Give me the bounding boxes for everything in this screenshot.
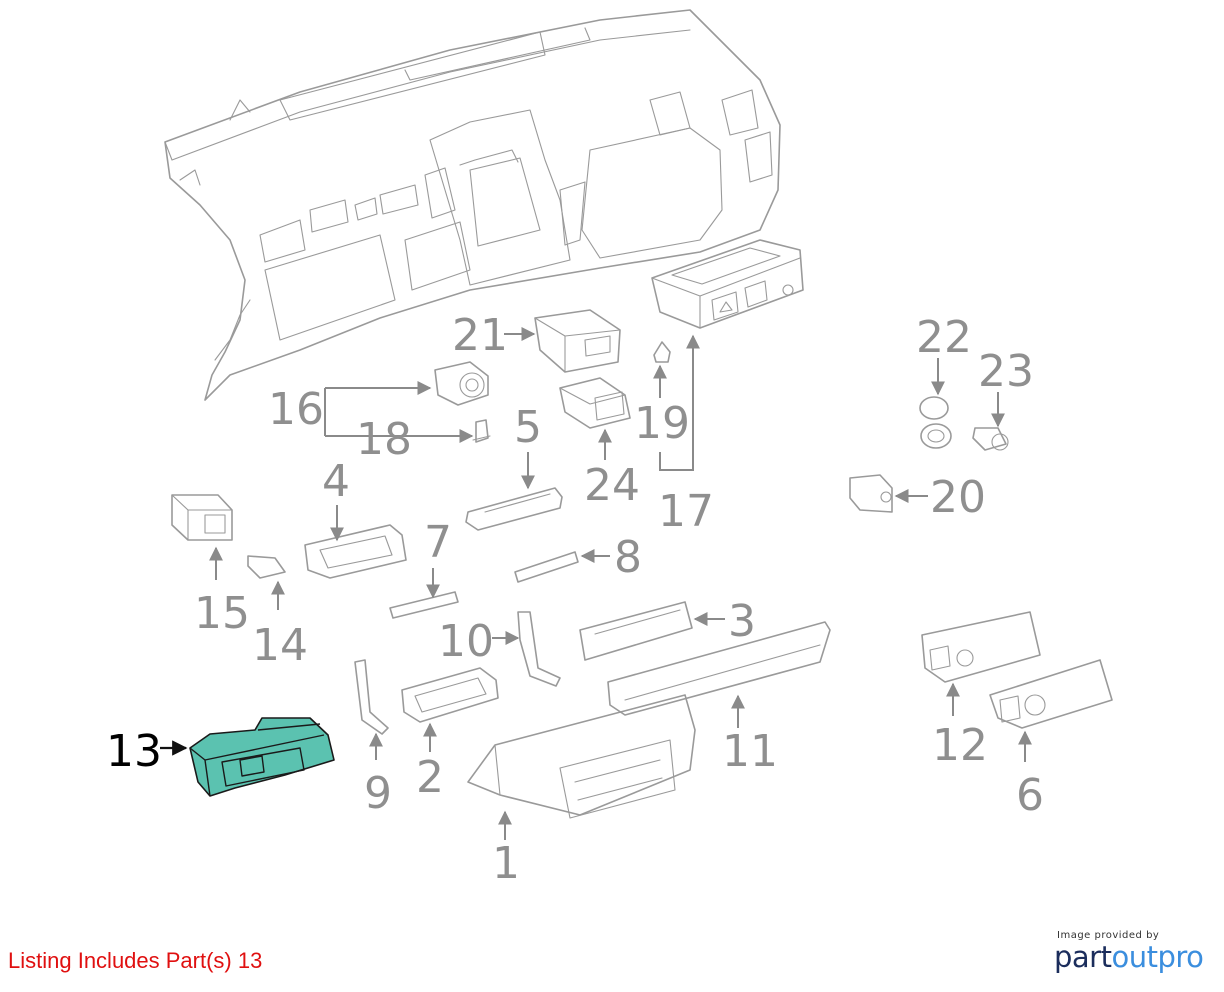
callout-13: 13 bbox=[106, 726, 162, 777]
part-18 bbox=[472, 419, 491, 443]
callout-16: 16 bbox=[268, 384, 324, 435]
callout-15: 15 bbox=[194, 588, 250, 639]
callout-5: 5 bbox=[514, 402, 542, 453]
callout-22: 22 bbox=[916, 312, 972, 363]
callout-14: 14 bbox=[252, 620, 308, 671]
callout-17: 17 bbox=[658, 486, 714, 537]
part-10 bbox=[517, 611, 561, 687]
part-8 bbox=[514, 551, 579, 583]
callout-11: 11 bbox=[722, 726, 778, 777]
part-24 bbox=[559, 377, 631, 429]
leader-lines bbox=[160, 327, 1032, 840]
callout-labels: 1 2 3 4 5 6 7 8 9 10 11 12 13 14 15 16 1… bbox=[106, 310, 1044, 889]
callout-2: 2 bbox=[416, 752, 444, 803]
part-2 bbox=[401, 667, 499, 723]
part-12 bbox=[921, 611, 1041, 683]
partoutpro-logo: partoutpro bbox=[1054, 940, 1204, 974]
brand-part: part bbox=[1054, 940, 1112, 974]
listing-includes-text: Listing Includes Part(s) 13 bbox=[8, 948, 262, 974]
part-1 bbox=[467, 694, 696, 819]
part-14 bbox=[247, 555, 286, 579]
dashboard-panel bbox=[164, 9, 781, 401]
part-17-hazard-panel bbox=[651, 239, 804, 329]
part-7 bbox=[389, 591, 459, 619]
callout-18: 18 bbox=[356, 414, 412, 465]
callout-19: 19 bbox=[634, 398, 690, 449]
callout-12: 12 bbox=[932, 720, 988, 771]
part-6 bbox=[989, 659, 1113, 729]
part-22 bbox=[919, 396, 952, 449]
image-provided-by: Image provided by bbox=[1057, 930, 1160, 941]
part-3 bbox=[579, 601, 693, 661]
brand-outpro: outpro bbox=[1111, 940, 1204, 974]
callout-6: 6 bbox=[1016, 770, 1044, 821]
part-9 bbox=[354, 659, 389, 735]
listing-label: Listing Includes Part(s) bbox=[8, 948, 232, 973]
callout-8: 8 bbox=[614, 532, 642, 583]
callout-10: 10 bbox=[438, 616, 494, 667]
part-23 bbox=[972, 427, 1009, 451]
part-19 bbox=[653, 341, 671, 363]
part-5 bbox=[465, 487, 563, 531]
callout-1: 1 bbox=[492, 838, 520, 889]
part-16 bbox=[434, 361, 489, 406]
callout-7: 7 bbox=[424, 517, 452, 568]
part-20 bbox=[849, 474, 893, 513]
part-15 bbox=[171, 494, 233, 541]
callout-23: 23 bbox=[978, 346, 1034, 397]
part-4 bbox=[304, 524, 407, 579]
listing-parts: 13 bbox=[237, 948, 263, 973]
part-13-highlighted bbox=[189, 717, 335, 797]
callout-9: 9 bbox=[364, 768, 392, 819]
part-21 bbox=[534, 309, 621, 373]
callout-4: 4 bbox=[322, 456, 350, 507]
part-11 bbox=[607, 621, 831, 716]
callout-20: 20 bbox=[930, 472, 986, 523]
callout-21: 21 bbox=[452, 310, 508, 361]
callout-24: 24 bbox=[584, 460, 640, 511]
callout-3: 3 bbox=[728, 596, 756, 647]
